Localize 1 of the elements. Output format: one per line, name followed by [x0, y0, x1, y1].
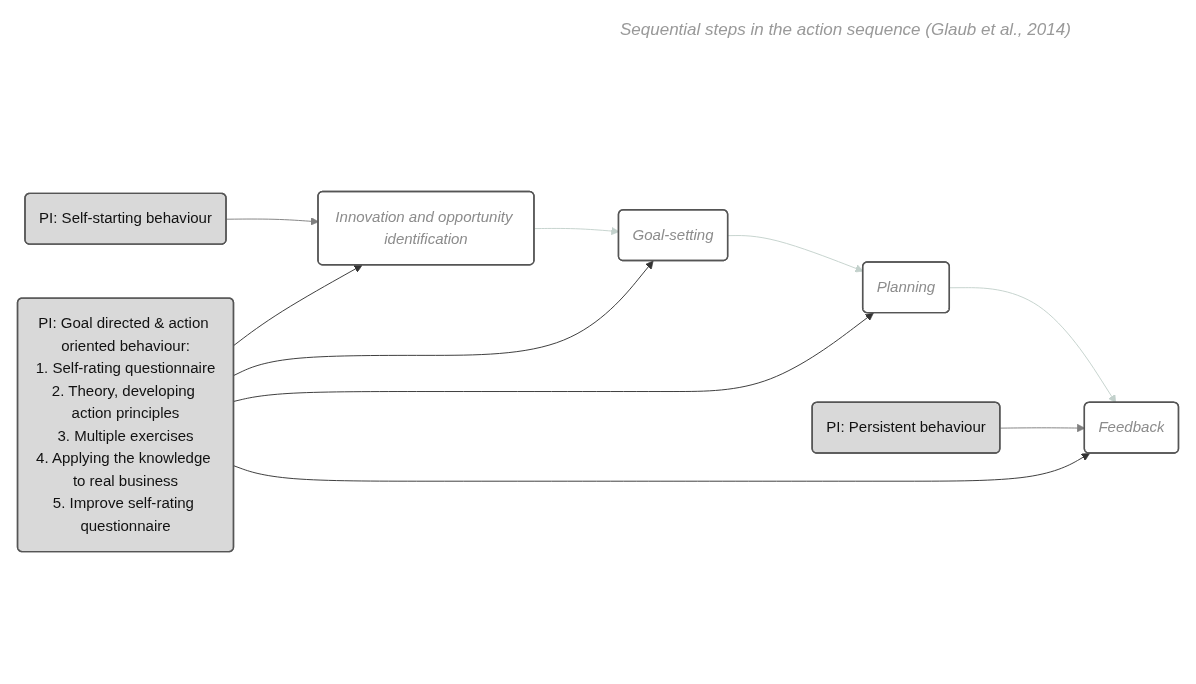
note-text: Sequential steps in the action sequence (Glaub et al., 2014)	[620, 20, 1072, 40]
